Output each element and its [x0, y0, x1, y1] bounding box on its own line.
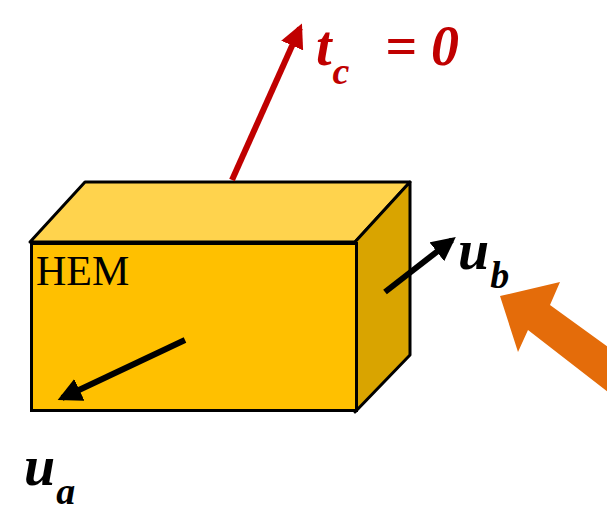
subscript: b [490, 256, 509, 294]
vector-symbol: u [458, 222, 489, 278]
box-label: HEM [36, 247, 355, 295]
subscript: a [56, 472, 75, 510]
orange-arrow [500, 282, 607, 395]
vector-symbol: t [316, 18, 332, 74]
box-right-face [355, 182, 410, 412]
equation-value: = 0 [385, 18, 459, 74]
displacement-arrow [385, 240, 452, 292]
vector-symbol: u [24, 438, 55, 494]
material-box: HEM [30, 242, 358, 412]
subscript: c [333, 52, 350, 90]
traction-arrow [232, 28, 300, 180]
box-top-face [30, 182, 410, 242]
